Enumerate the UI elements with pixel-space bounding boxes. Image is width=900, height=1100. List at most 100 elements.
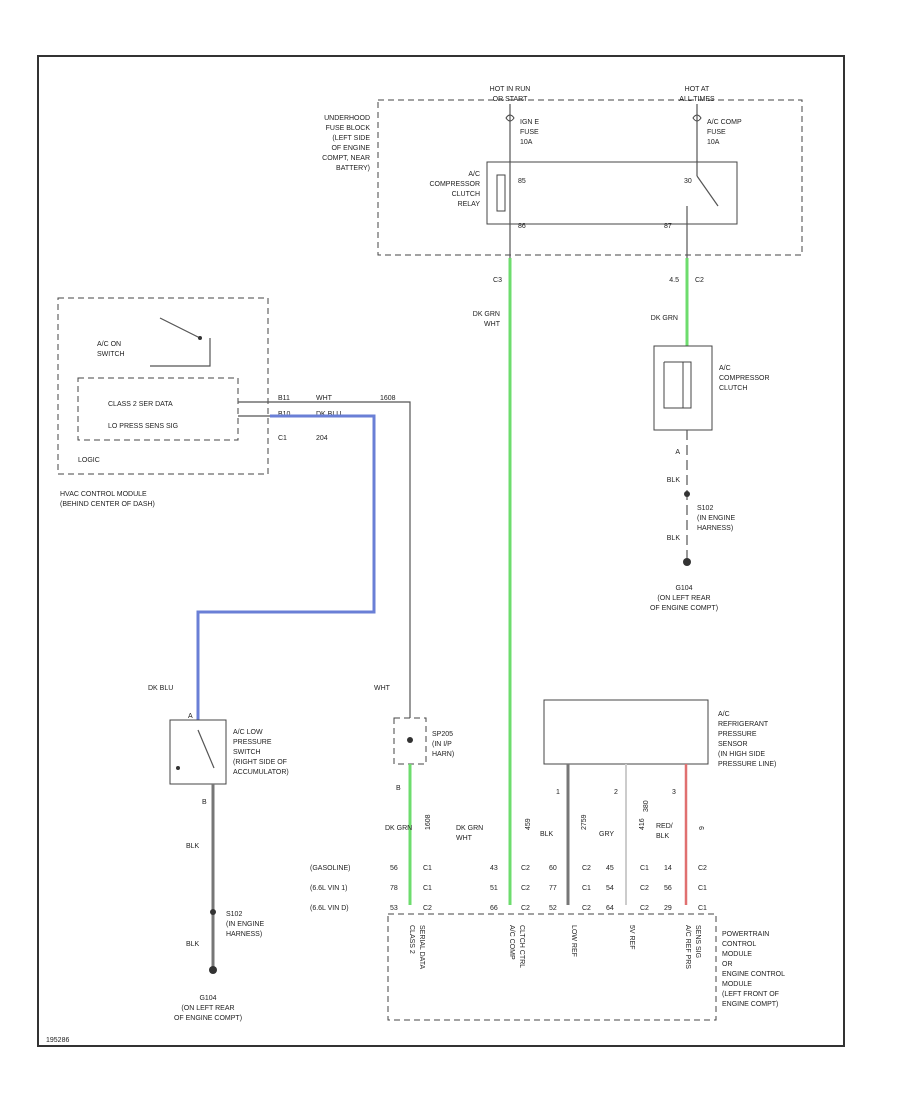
svg-text:FUSE: FUSE: [520, 129, 539, 136]
svg-text:C2: C2: [582, 865, 591, 872]
svg-text:MODULE: MODULE: [722, 981, 752, 988]
svg-text:60: 60: [549, 865, 557, 872]
class2-inner-box: [77, 377, 239, 441]
clutch-s102-label: S102 (IN ENGINE HARNESS): [697, 505, 735, 532]
svg-text:(IN HIGH SIDE: (IN HIGH SIDE: [718, 751, 765, 758]
svg-text:OF ENGINE COMPT): OF ENGINE COMPT): [650, 605, 718, 612]
sensor-gry-label: GRY: [599, 831, 614, 838]
clutch-label: A/C COMPRESSOR CLUTCH: [719, 365, 770, 392]
clutch-box: [653, 345, 713, 431]
dk-grn-wht-label-top: DK GRN WHT: [473, 311, 501, 328]
pcm-circuit-numbers: 1608 459 2759 416 380 9: [425, 800, 706, 830]
svg-text:SWITCH: SWITCH: [97, 351, 125, 358]
svg-text:A/C COMP: A/C COMP: [707, 119, 742, 126]
svg-text:(LEFT SIDE: (LEFT SIDE: [332, 135, 370, 142]
low-switch-g104-ground-icon: [209, 966, 217, 974]
clutch-blk-label: BLK: [667, 477, 681, 484]
svg-text:(6.6L VIN D): (6.6L VIN D): [310, 905, 349, 912]
ac-clutch-relay-box: [486, 161, 738, 225]
svg-text:10A: 10A: [707, 139, 720, 146]
sp205-label: SP205 (IN I/P HARN): [432, 731, 454, 758]
sensor-red-label: RED/: [656, 823, 673, 830]
svg-text:SWITCH: SWITCH: [233, 749, 261, 756]
svg-text:(ON LEFT REAR: (ON LEFT REAR: [181, 1005, 234, 1012]
svg-text:C1: C1: [640, 865, 649, 872]
relay-pin-86: 86: [518, 223, 526, 230]
svg-text:A/C ON: A/C ON: [97, 341, 121, 348]
svg-text:(ON LEFT REAR: (ON LEFT REAR: [657, 595, 710, 602]
sp205-splice-dot: [407, 737, 413, 743]
svg-text:HARNESS): HARNESS): [697, 525, 733, 532]
svg-text:HARNESS): HARNESS): [226, 931, 262, 938]
class2-ser-data-label: CLASS 2 SER DATA: [108, 401, 173, 408]
relay-pin-85: 85: [518, 178, 526, 185]
low-switch-pin-b: B: [202, 799, 207, 806]
svg-text:SENS SIG: SENS SIG: [694, 925, 701, 958]
svg-text:(GASOLINE): (GASOLINE): [310, 865, 350, 872]
ac-on-switch-label: A/C ON SWITCH: [97, 341, 125, 358]
svg-text:14: 14: [664, 865, 672, 872]
svg-text:66: 66: [490, 905, 498, 912]
pcm-connector-table: (GASOLINE) (6.6L VIN 1) (6.6L VIN D) 56 …: [310, 865, 707, 912]
svg-text:SP205: SP205: [432, 731, 453, 738]
svg-text:A/C REF PRS: A/C REF PRS: [684, 925, 691, 969]
svg-text:FUSE: FUSE: [707, 129, 726, 136]
fuse-block-label: UNDERHOOD FUSE BLOCK (LEFT SIDE OF ENGIN…: [322, 115, 370, 172]
svg-text:CLASS 2: CLASS 2: [408, 925, 415, 954]
svg-text:IGN E: IGN E: [520, 119, 539, 126]
svg-text:C1: C1: [423, 885, 432, 892]
ac-on-switch-icon: [159, 317, 201, 339]
class2-dkgrn-label: DK GRN: [385, 825, 412, 832]
svg-text:PRESSURE LINE): PRESSURE LINE): [718, 761, 776, 768]
svg-text:CLUTCH: CLUTCH: [719, 385, 747, 392]
dk-blu-wire-label: DK BLU: [148, 685, 173, 692]
svg-text:10A: 10A: [520, 139, 533, 146]
relay-pin-87: 87: [664, 223, 672, 230]
ac-comp-fuse-label: A/C COMP FUSE 10A: [707, 119, 742, 146]
svg-text:A/C: A/C: [718, 711, 730, 718]
svg-text:(6.6L VIN 1): (6.6L VIN 1): [310, 885, 347, 892]
svg-text:2759: 2759: [581, 814, 588, 830]
hot-all-times-label: HOT AT ALL TIMES: [679, 86, 715, 103]
svg-text:C2: C2: [582, 905, 591, 912]
svg-text:51: 51: [490, 885, 498, 892]
diagram-frame: [37, 55, 845, 1047]
svg-text:77: 77: [549, 885, 557, 892]
svg-text:OF ENGINE: OF ENGINE: [331, 145, 370, 152]
svg-text:S102: S102: [697, 505, 713, 512]
hvac-1608-label: 1608: [380, 395, 396, 402]
hvac-conn-c1: C1: [278, 435, 287, 442]
svg-text:ENGINE COMPT): ENGINE COMPT): [722, 1001, 778, 1008]
relay-conn-c2: C2: [695, 277, 704, 284]
ac-comp-fuse-icon: [692, 114, 702, 122]
svg-text:COMPRESSOR: COMPRESSOR: [719, 375, 770, 382]
pcm-dkgrn-label: DK GRN: [456, 825, 483, 832]
svg-text:(IN I/P: (IN I/P: [432, 741, 452, 748]
svg-text:PRESSURE: PRESSURE: [718, 731, 757, 738]
svg-text:C2: C2: [640, 885, 649, 892]
clutch-ground-label: G104 (ON LEFT REAR OF ENGINE COMPT): [650, 585, 718, 612]
svg-text:HARN): HARN): [432, 751, 454, 758]
svg-text:(IN ENGINE: (IN ENGINE: [697, 515, 735, 522]
svg-text:RELAY: RELAY: [458, 201, 481, 208]
relay-coil-icon: [496, 174, 506, 212]
svg-text:C2: C2: [521, 885, 530, 892]
low-switch-s102-dot: [210, 909, 216, 915]
svg-text:OF ENGINE COMPT): OF ENGINE COMPT): [174, 1015, 242, 1022]
svg-text:HVAC CONTROL MODULE: HVAC CONTROL MODULE: [60, 491, 147, 498]
relay-conn-c3: C3: [493, 277, 502, 284]
sensor-blk-label: BLK: [540, 831, 554, 838]
lo-press-sens-label: LO PRESS SENS SIG: [108, 423, 178, 430]
pcm-label: POWERTRAIN CONTROL MODULE OR ENGINE CONT…: [722, 931, 785, 1008]
svg-text:G104: G104: [199, 995, 216, 1002]
svg-text:POWERTRAIN: POWERTRAIN: [722, 931, 769, 938]
svg-text:53: 53: [390, 905, 398, 912]
s102-splice-dot: [684, 491, 690, 497]
svg-text:FUSE BLOCK: FUSE BLOCK: [326, 125, 371, 132]
svg-text:A/C: A/C: [468, 171, 480, 178]
low-switch-blk-label-2: BLK: [186, 941, 200, 948]
svg-text:BATTERY): BATTERY): [336, 165, 370, 172]
svg-text:(RIGHT SIDE OF: (RIGHT SIDE OF: [233, 759, 287, 766]
svg-text:A/C: A/C: [719, 365, 731, 372]
